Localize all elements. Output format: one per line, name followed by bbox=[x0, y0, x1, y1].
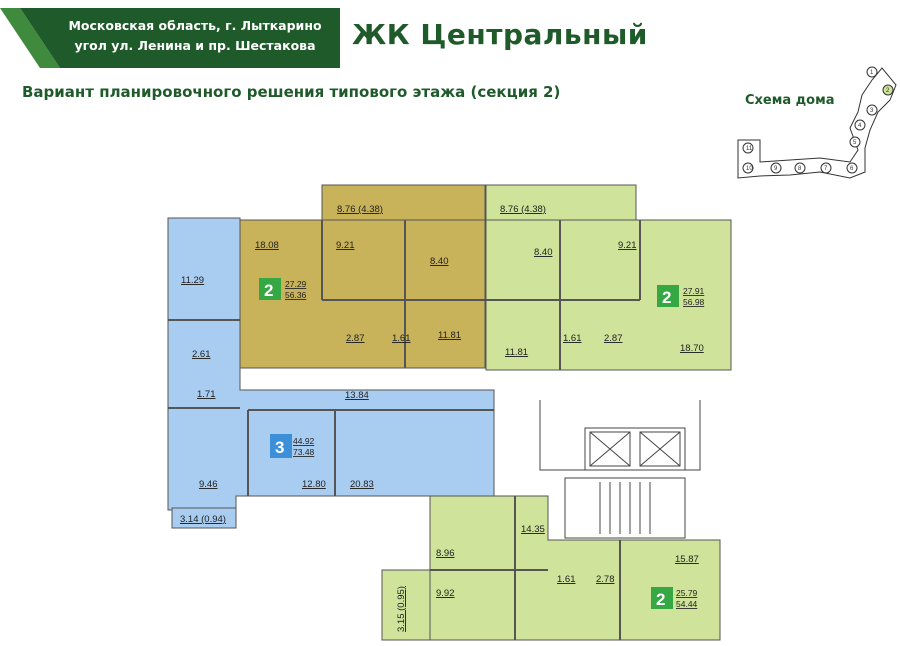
address-line-2: угол ул. Ленина и пр. Шестакова bbox=[74, 38, 316, 53]
apartment-olive[interactable] bbox=[237, 184, 486, 369]
stair-core bbox=[539, 400, 701, 539]
header-banner bbox=[0, 8, 340, 68]
address-block: Московская область, г. Лыткарино угол ул… bbox=[60, 16, 330, 56]
internal-walls bbox=[168, 220, 641, 640]
complex-title: ЖК Центральный bbox=[352, 18, 648, 51]
floor-plan-subtitle: Вариант планировочного решения типового … bbox=[22, 83, 561, 101]
banner-dark-shape bbox=[20, 8, 340, 68]
banner-stripe bbox=[0, 8, 60, 68]
apartment-lime-bottom[interactable] bbox=[381, 495, 721, 641]
address-line-1: Московская область, г. Лыткарино bbox=[68, 18, 322, 33]
apartment-lime-top[interactable] bbox=[485, 184, 732, 371]
